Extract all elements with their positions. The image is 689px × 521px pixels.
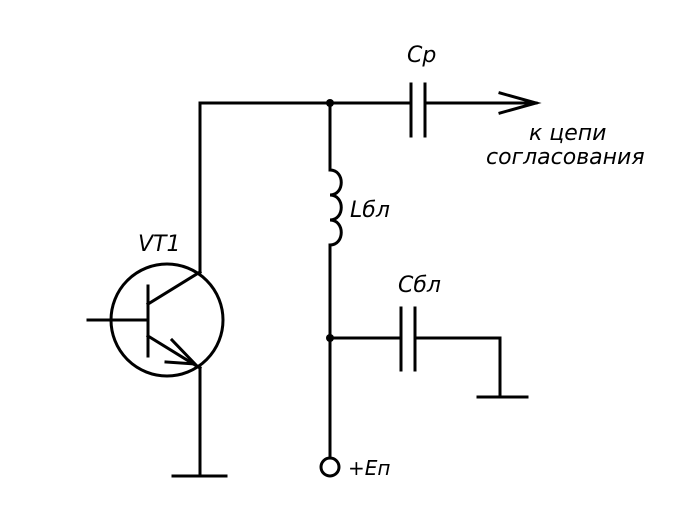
junction-top: [326, 99, 334, 107]
label-output-line2: согласования: [486, 145, 645, 170]
choke-coil: [328, 168, 343, 247]
supply-terminal: [319, 456, 341, 478]
emitter-arrow: [164, 337, 199, 366]
junction-bottom: [326, 334, 334, 342]
label-supply: +Eп: [348, 456, 390, 480]
wire-cbl-to-ground: [413, 336, 502, 399]
label-output-line1: к цепи: [529, 121, 606, 146]
label-cbl: Cбл: [398, 273, 441, 298]
label-vt1: VT1: [138, 232, 181, 257]
output-arrow: [498, 91, 542, 115]
label-choke: Lбл: [350, 198, 390, 223]
collector-wire: [198, 101, 332, 274]
collector-stub: [145, 269, 203, 307]
transistor-vt1: [86, 262, 225, 378]
label-cp: Cp: [407, 43, 436, 68]
